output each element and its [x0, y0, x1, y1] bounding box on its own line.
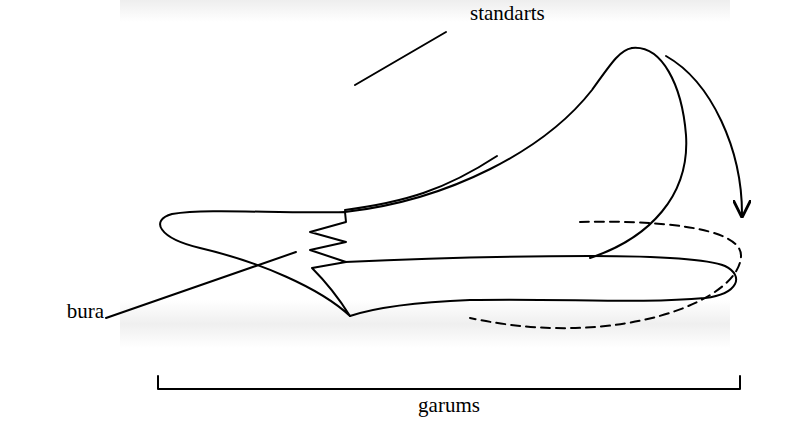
flag-outline [345, 256, 736, 316]
leader-line [106, 252, 296, 318]
length-bracket [158, 376, 740, 389]
sail-shape [160, 211, 350, 316]
leader-line [355, 32, 446, 85]
flag-outline [590, 48, 686, 258]
part-label: garums [418, 394, 480, 417]
flag-fold [345, 156, 497, 210]
part-label: bura [67, 300, 104, 323]
flag-outline [345, 48, 632, 212]
dashed-position [470, 222, 741, 328]
part-label: standarts [470, 2, 545, 25]
scan-band [120, 300, 730, 348]
scan-band [120, 0, 730, 22]
motion-arrow [666, 56, 742, 214]
